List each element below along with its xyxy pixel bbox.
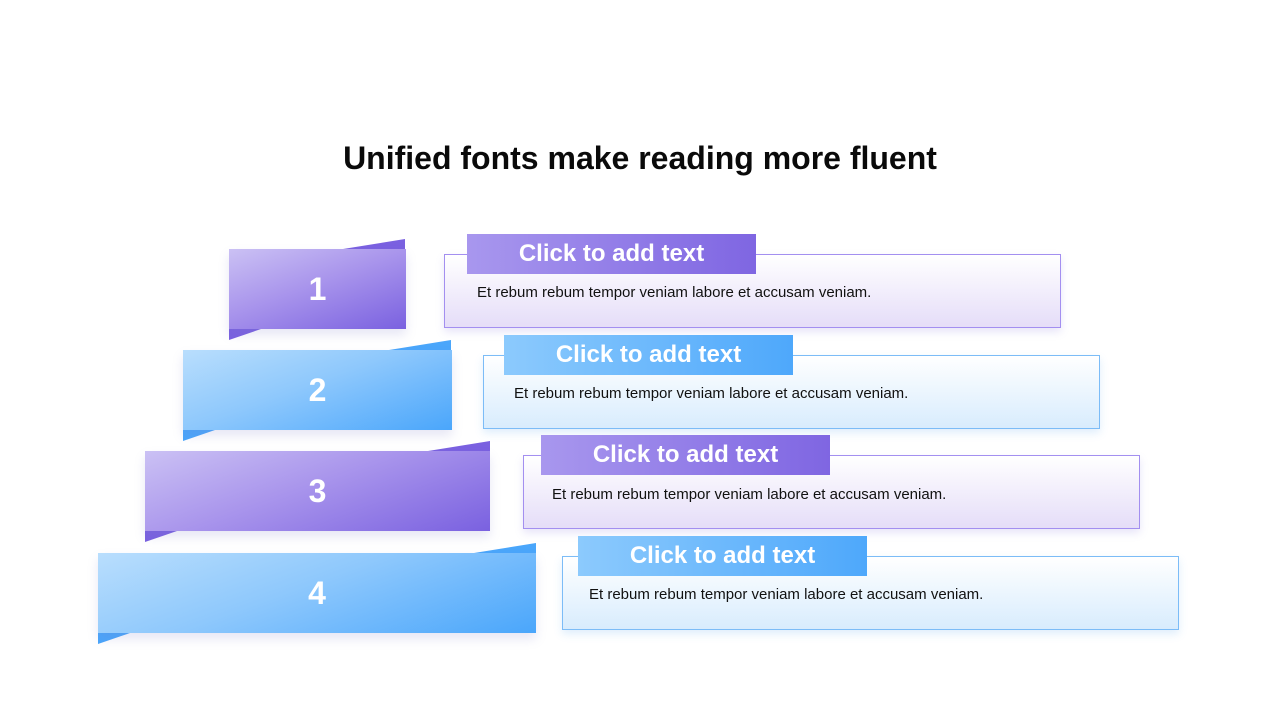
step-body-text[interactable]: Et rebum rebum tempor veniam labore et a… — [552, 486, 947, 503]
tab-fold-top — [343, 239, 405, 249]
step-label[interactable]: Click to add text — [504, 335, 793, 375]
tab-fold-bottom — [183, 430, 215, 441]
step-number: 2 — [308, 372, 327, 408]
step-label[interactable]: Click to add text — [578, 536, 867, 576]
tab-fold-top — [389, 340, 451, 350]
step-body-text[interactable]: Et rebum rebum tempor veniam labore et a… — [514, 385, 909, 402]
tab-fold-bottom — [145, 531, 177, 542]
step-number-tab: 4 — [98, 553, 536, 633]
step-number: 1 — [308, 271, 327, 307]
step-number: 4 — [308, 575, 326, 611]
step-number-tab: 1 — [229, 249, 406, 329]
tab-fold-top — [474, 543, 536, 553]
step-label[interactable]: Click to add text — [467, 234, 756, 274]
step-body-text[interactable]: Et rebum rebum tempor veniam labore et a… — [589, 586, 984, 603]
step-body-text[interactable]: Et rebum rebum tempor veniam labore et a… — [477, 284, 872, 301]
step-number: 3 — [308, 473, 327, 509]
slide-title[interactable]: Unified fonts make reading more fluent — [343, 140, 937, 176]
tab-fold-bottom — [98, 633, 130, 644]
tab-fold-bottom — [229, 329, 261, 340]
step-label[interactable]: Click to add text — [541, 435, 830, 475]
step-number-tab: 3 — [145, 451, 490, 531]
tab-fold-top — [428, 441, 490, 451]
step-number-tab: 2 — [183, 350, 452, 430]
